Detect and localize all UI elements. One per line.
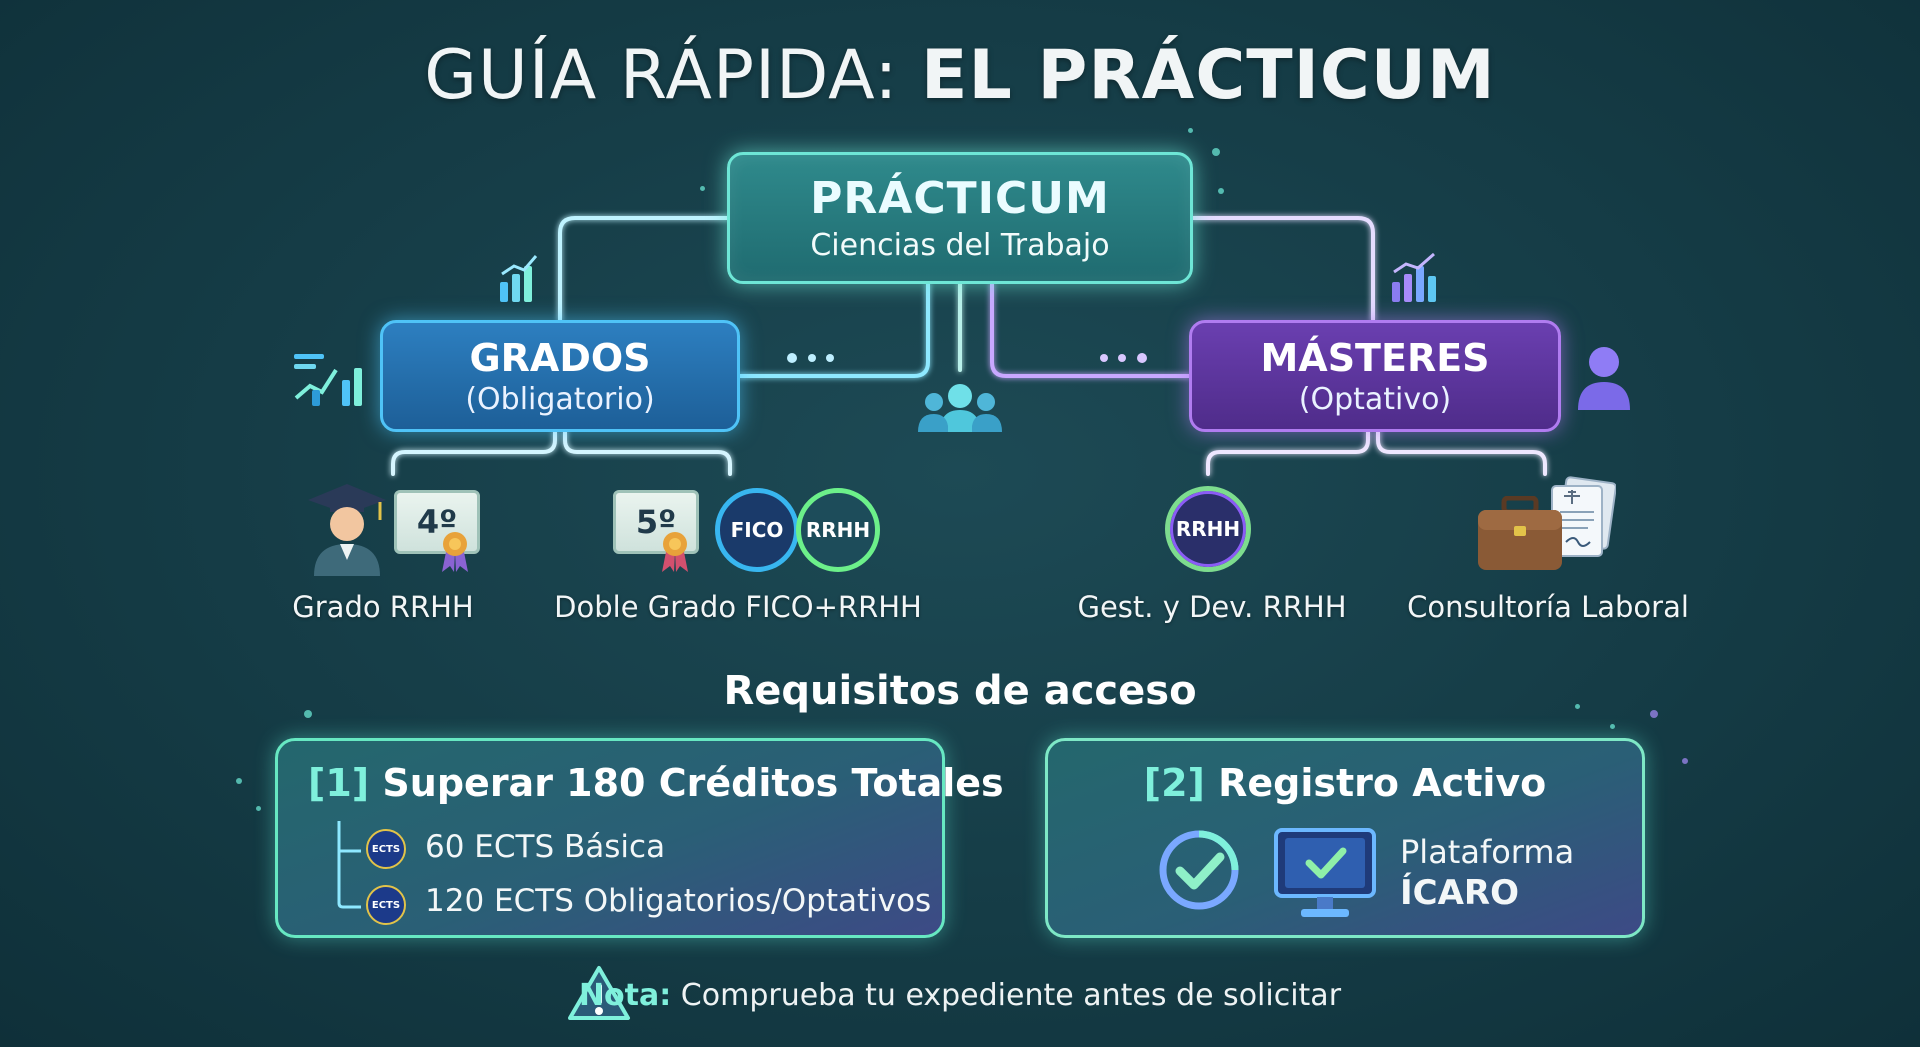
graduate-icon xyxy=(308,484,386,576)
title-bold: EL PRÁCTICUM xyxy=(921,36,1496,115)
masteres-title: MÁSTERES xyxy=(1260,335,1490,380)
group-icon xyxy=(918,384,1002,432)
title-thin: GUÍA RÁPIDA: xyxy=(424,36,899,115)
note-label: Nota: xyxy=(578,978,672,1013)
wire-inner-right xyxy=(990,282,1191,378)
grados-subtitle: (Obligatorio) xyxy=(465,381,655,417)
sparkle xyxy=(700,186,705,191)
warning-icon xyxy=(568,966,630,1020)
wire-grados-right xyxy=(563,430,732,476)
note-text: Comprueba tu expediente antes de solicit… xyxy=(671,978,1342,1013)
wire-root-masteres xyxy=(1191,216,1375,322)
ects-icon: ECTS xyxy=(366,885,406,925)
note-line: Nota: Comprueba tu expediente antes de s… xyxy=(0,978,1920,1013)
sparkle xyxy=(1212,148,1220,156)
award-ribbon-icon xyxy=(662,532,688,572)
sparkle xyxy=(1188,128,1193,133)
requirements-heading: Requisitos de acceso xyxy=(723,668,1197,714)
masteres-node: MÁSTERES (Optativo) xyxy=(1189,320,1561,432)
sparkle xyxy=(256,806,261,811)
root-subtitle: Ciencias del Trabajo xyxy=(810,228,1110,263)
award-ribbon-icon xyxy=(442,532,468,572)
practicum-root-node: PRÁCTICUM Ciencias del Trabajo xyxy=(727,152,1193,284)
bar-chart-icon xyxy=(500,255,538,302)
masteres-subtitle: (Optativo) xyxy=(1298,381,1452,417)
dots-right xyxy=(1100,353,1147,363)
leaf-gest-dev-rrhh: Gest. y Dev. RRHH xyxy=(1077,590,1347,624)
requirement-2-card: [2] Registro Activo Plataforma ÍCARO xyxy=(1045,738,1645,938)
leaf-grado-rrhh: Grado RRHH xyxy=(292,590,474,624)
sparkle xyxy=(1218,188,1224,194)
grados-node: GRADOS (Obligatorio) xyxy=(380,320,740,432)
sparkle xyxy=(1575,704,1580,709)
sparkle xyxy=(304,710,312,718)
ects-icon: ECTS xyxy=(366,829,406,869)
wire-masteres-right xyxy=(1376,430,1547,476)
page-title: GUÍA RÁPIDA: EL PRÁCTICUM xyxy=(0,36,1920,115)
req1-item-basica: 60 ECTS Básica xyxy=(425,829,666,865)
sparkle xyxy=(1682,758,1688,764)
badge-master-rrhh-label: RRHH xyxy=(1175,517,1241,541)
req2-title-text: Registro Activo xyxy=(1218,761,1547,805)
person-icon xyxy=(1578,347,1630,410)
root-title: PRÁCTICUM xyxy=(810,173,1110,224)
badge-master-rrhh: RRHH xyxy=(1165,486,1251,572)
wire-grados-left xyxy=(391,430,557,476)
badge-rrhh: RRHH xyxy=(796,488,880,572)
sparkle xyxy=(236,778,242,784)
ects-badge-1: ECTS xyxy=(371,843,401,855)
req2-number: [2] xyxy=(1143,761,1205,805)
badge-fico-label: FICO xyxy=(730,518,784,542)
dots-left xyxy=(787,353,834,363)
req2-platform-line1: Plataforma xyxy=(1400,833,1575,871)
leaf-doble-grado: Doble Grado FICO+RRHH xyxy=(554,590,922,624)
ects-badge-2: ECTS xyxy=(371,899,401,911)
grados-title: GRADOS xyxy=(469,335,651,380)
bar-chart-icon xyxy=(1392,252,1436,302)
wire-root-grados xyxy=(558,216,729,322)
analytics-icon xyxy=(294,354,362,406)
req1-item-obligatorios: 120 ECTS Obligatorios/Optativos xyxy=(425,883,932,919)
req1-title: [1] Superar 180 Créditos Totales xyxy=(308,761,1004,805)
sparkle xyxy=(1610,724,1615,729)
req1-number: [1] xyxy=(308,761,370,805)
badge-fico: FICO xyxy=(715,488,799,572)
monitor-check-icon xyxy=(1274,828,1376,917)
req2-platform-line2: ÍCARO xyxy=(1400,873,1519,913)
check-circle-icon xyxy=(1159,830,1239,910)
documents-icon xyxy=(1551,476,1616,557)
req2-title: [2] Registro Activo xyxy=(1048,761,1642,805)
wire-masteres-left xyxy=(1206,430,1370,476)
wire-inner-left xyxy=(738,282,930,378)
tree-connector xyxy=(337,821,361,909)
leaf-consultoria-laboral: Consultoría Laboral xyxy=(1407,590,1689,624)
req1-title-text: Superar 180 Créditos Totales xyxy=(382,761,1004,805)
sparkle xyxy=(1650,710,1658,718)
badge-rrhh-label: RRHH xyxy=(805,518,871,542)
briefcase-icon xyxy=(1478,496,1562,570)
requirement-1-card: [1] Superar 180 Créditos Totales ECTS 60… xyxy=(275,738,1004,938)
